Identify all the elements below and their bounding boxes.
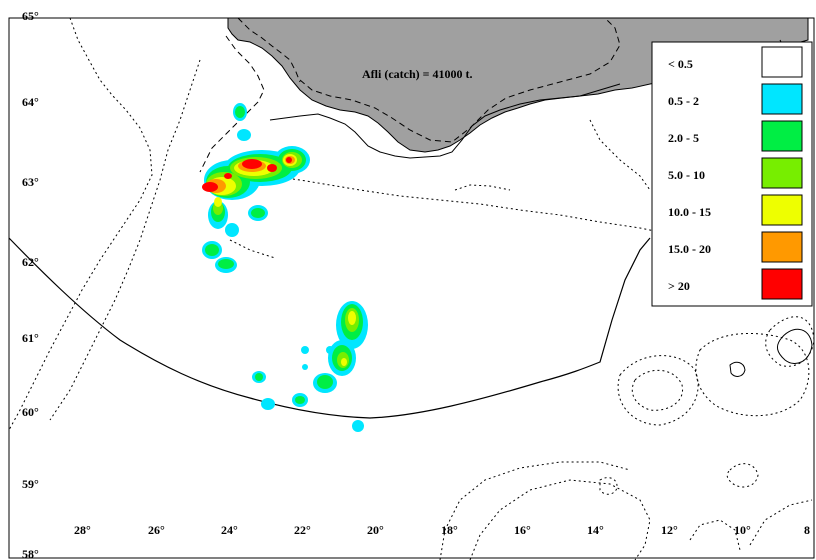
lon-label-28: 28°: [74, 523, 91, 537]
catch-density-patch: [301, 346, 309, 354]
legend-swatch: [761, 231, 803, 263]
catch-density-patch: [225, 223, 239, 237]
lon-label-16: 16°: [514, 523, 531, 537]
legend: < 0.5 0.5 - 2 2.0 - 5 5.0 - 10 10.0 - 15 15.0…: [651, 41, 813, 307]
eez-boundary: [8, 237, 651, 419]
catch-density-patch: [352, 420, 364, 432]
lat-label-65: 65°: [22, 9, 39, 23]
catch-density-patch: [341, 358, 347, 366]
legend-swatch: [761, 157, 803, 189]
catch-density-patch: [237, 129, 251, 141]
lon-label-22: 22°: [294, 523, 311, 537]
catch-density-patch: [267, 164, 277, 172]
legend-label: < 0.5: [668, 57, 693, 71]
legend-swatch: [761, 268, 803, 300]
legend-swatch: [761, 120, 803, 152]
lat-label-61: 61°: [22, 331, 39, 345]
catch-density-patch: [235, 106, 245, 118]
catch-density-patch: [261, 398, 275, 410]
catch-density-patch: [326, 346, 334, 354]
catch-density-patch: [286, 157, 292, 163]
catch-density-patch: [205, 244, 219, 256]
lat-label-58: 58°: [22, 547, 39, 560]
catch-density-patch: [348, 311, 356, 325]
lon-label-20: 20°: [367, 523, 384, 537]
legend-label: 5.0 - 10: [668, 168, 705, 182]
legend-swatch: [761, 46, 803, 78]
lon-label-8: 8: [804, 523, 810, 537]
catch-density-patch: [242, 159, 262, 169]
lon-label-24: 24°: [221, 523, 238, 537]
catch-density-patch: [302, 364, 308, 370]
catch-density-patch: [251, 208, 265, 218]
legend-label: 10.0 - 15: [668, 205, 711, 219]
lat-label-59: 59°: [22, 477, 39, 491]
legend-swatch: [761, 194, 803, 226]
catch-density-patch: [317, 375, 333, 389]
lon-label-14: 14°: [587, 523, 604, 537]
shelf-contour-solid: [269, 83, 621, 159]
catch-density-patch: [295, 396, 305, 404]
lat-label-63: 63°: [22, 175, 39, 189]
legend-label: 15.0 - 20: [668, 242, 711, 256]
legend-label: 2.0 - 5: [668, 131, 699, 145]
catch-density-patch: [224, 173, 232, 179]
lon-label-26: 26°: [148, 523, 165, 537]
east-solid-contours: [729, 328, 813, 377]
catch-density-patch: [218, 259, 234, 269]
legend-label: 0.5 - 2: [668, 94, 699, 108]
catch-density-patch: [202, 182, 218, 192]
dotted-depth-contours: [8, 17, 815, 560]
lat-label-64: 64°: [22, 95, 39, 109]
lon-label-10: 10°: [734, 523, 751, 537]
lat-label-62: 62°: [22, 255, 39, 269]
lat-label-60: 60°: [22, 405, 39, 419]
catch-density-patch: [255, 373, 263, 381]
legend-swatch: [761, 83, 803, 115]
catch-density-blobs: [202, 103, 368, 432]
catch-annotation: Afli (catch) = 41000 t.: [362, 67, 472, 81]
legend-label: > 20: [668, 279, 690, 293]
catch-density-patch: [214, 197, 222, 207]
lon-label-18: 18°: [441, 523, 458, 537]
lon-label-12: 12°: [661, 523, 678, 537]
